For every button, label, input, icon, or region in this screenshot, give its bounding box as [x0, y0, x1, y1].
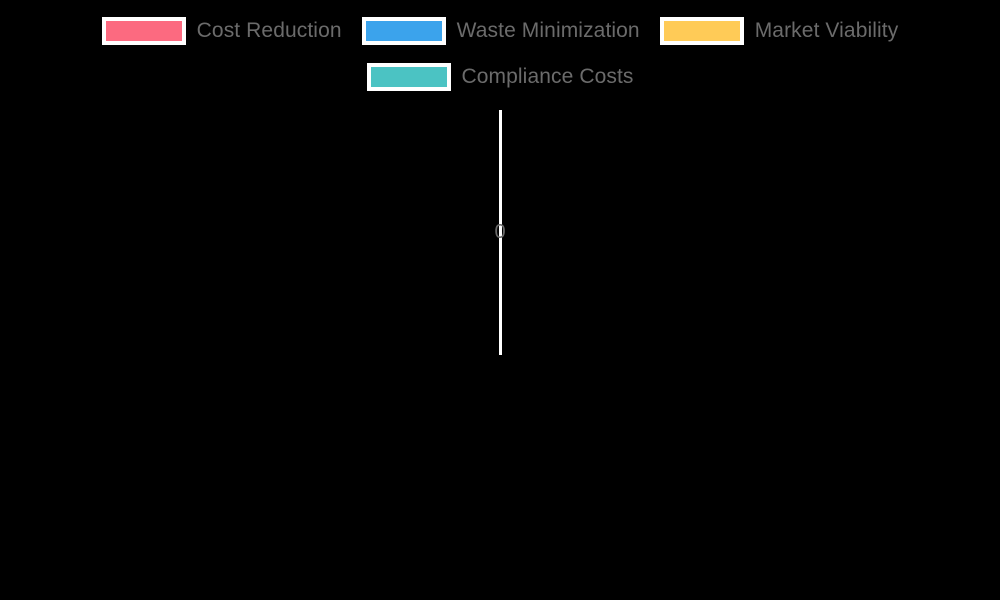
legend-item-compliance-costs[interactable]: Compliance Costs [366, 60, 634, 94]
legend-item-market-viability[interactable]: Market Viability [659, 14, 899, 48]
legend-label-market-viability: Market Viability [754, 19, 899, 42]
legend-swatch-market-viability-icon [659, 17, 744, 45]
legend-swatch-compliance-costs-icon [366, 63, 451, 91]
legend-item-cost-reduction[interactable]: Cost Reduction [101, 14, 342, 48]
legend-label-waste-minimization: Waste Minimization [456, 19, 640, 42]
legend-row-2: Compliance Costs [0, 60, 1000, 94]
legend-swatch-cost-reduction-icon [101, 17, 186, 45]
legend-item-waste-minimization[interactable]: Waste Minimization [361, 14, 640, 48]
legend-label-cost-reduction: Cost Reduction [196, 19, 342, 42]
legend-label-compliance-costs: Compliance Costs [461, 65, 634, 88]
zero-axis-line [499, 110, 502, 355]
legend-swatch-waste-minimization-icon [361, 17, 446, 45]
legend-row-1: Cost Reduction Waste Minimization Market… [0, 14, 1000, 48]
